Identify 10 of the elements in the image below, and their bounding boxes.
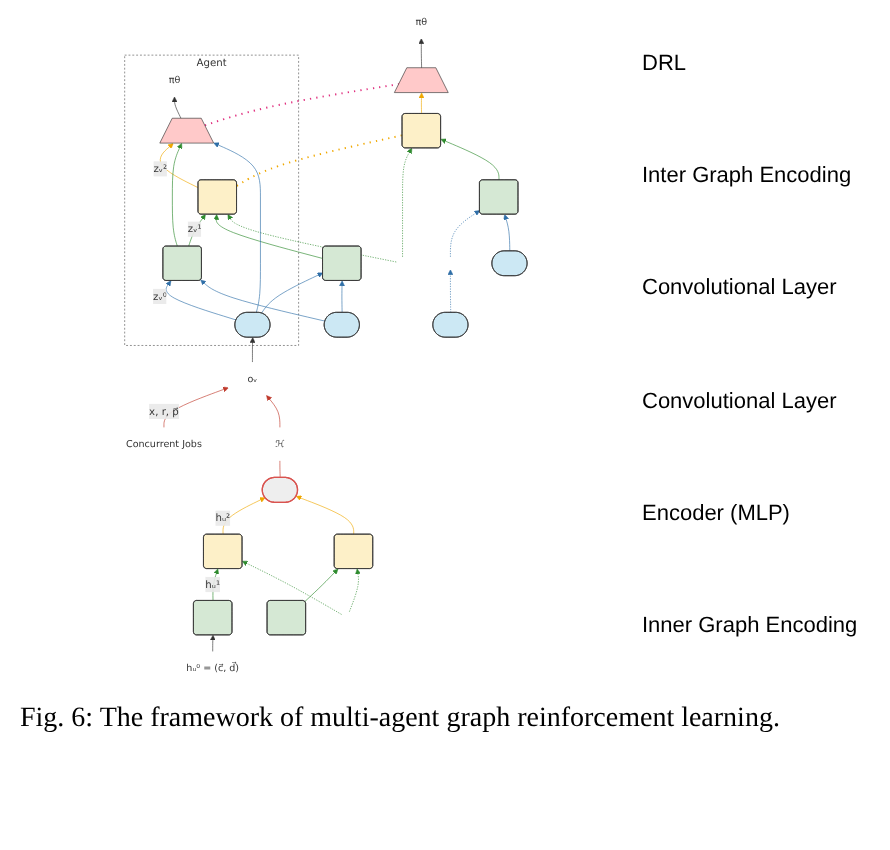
figure-caption: Fig. 6: The framework of multi-agent graph reinforcement learning. (18, 702, 782, 738)
node-trapezoid (394, 67, 449, 93)
layer-label: Convolutional Layer (642, 389, 839, 414)
connector (279, 460, 281, 479)
layer-label: Inner Graph Encoding (642, 613, 860, 638)
layer-label: Convolutional Layer (642, 276, 839, 301)
layer-label: Encoder (MLP) (642, 501, 792, 526)
node-trapezoid (159, 117, 214, 144)
layer-label: DRL (642, 52, 689, 77)
layer-label: Inter Graph Encoding (642, 164, 854, 189)
